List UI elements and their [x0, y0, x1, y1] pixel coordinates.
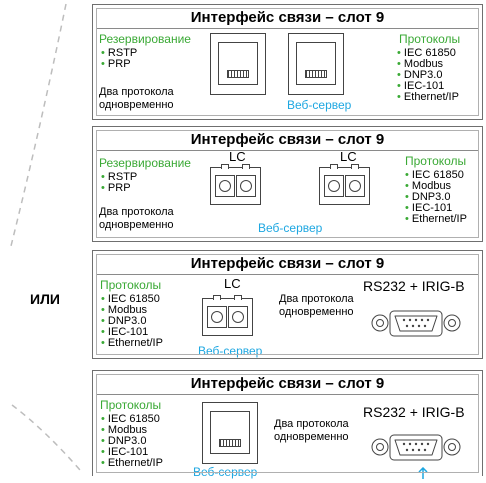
list-item: PRP — [101, 183, 137, 194]
list-item: DNP3.0 — [405, 192, 467, 203]
redundancy-title: Резервирование — [99, 156, 191, 170]
list-item: Ethernet/IP — [397, 92, 459, 103]
list-item: Ethernet/IP — [101, 458, 163, 469]
protocols-title: Протоколы — [100, 278, 162, 292]
web-server-label: Веб-сервер — [193, 465, 258, 479]
list-item: Ethernet/IP — [405, 214, 467, 225]
list-item: IEC-101 — [101, 447, 163, 458]
dual-protocol-line-2: одновременно — [279, 306, 354, 318]
list-item: DNP3.0 — [397, 70, 459, 81]
lc-fiber-port-icon — [319, 164, 370, 205]
dual-protocol-line-1: Два протокола — [99, 86, 174, 98]
list-item: IEC 61850 — [101, 294, 163, 305]
arrow-up-icon — [418, 467, 428, 479]
list-item: Modbus — [101, 305, 163, 316]
list-item: IEC-101 — [101, 327, 163, 338]
lc-label: LC — [229, 149, 246, 164]
protocols-title: Протоколы — [405, 154, 467, 168]
panel-title: Интерфейс связи – слот 9 — [190, 375, 385, 392]
interface-panel-3: Интерфейс связи – слот 9 Протоколы IEC 6… — [92, 250, 483, 359]
list-item: PRP — [101, 59, 137, 70]
web-server-label: Веб-сервер — [287, 98, 352, 112]
lc-fiber-port-icon — [210, 164, 261, 205]
dual-protocol-line-1: Два протокола — [279, 293, 354, 305]
panel-title: Интерфейс связи – слот 9 — [190, 131, 385, 148]
serial-port-label: RS232 + IRIG-B — [363, 404, 465, 420]
redundancy-title: Резервирование — [99, 32, 191, 46]
serial-port-label: RS232 + IRIG-B — [363, 278, 465, 294]
interface-panel-4: Интерфейс связи – слот 9 Протоколы IEC 6… — [92, 370, 483, 479]
lc-fiber-port-icon — [202, 295, 253, 336]
list-item: Modbus — [101, 425, 163, 436]
list-item: RSTP — [101, 48, 137, 59]
list-item: DNP3.0 — [101, 316, 163, 327]
list-item: IEC 61850 — [397, 48, 459, 59]
db9-serial-port-icon — [371, 434, 461, 461]
list-item: IEC-101 — [397, 81, 459, 92]
list-item: Modbus — [397, 59, 459, 70]
dashed-connector-lines — [9, 3, 81, 471]
title-divider — [97, 150, 478, 151]
panel-title: Интерфейс связи – слот 9 — [190, 9, 385, 26]
protocols-title: Протоколы — [399, 32, 461, 46]
protocols-title: Протоколы — [100, 398, 162, 412]
protocols-list: IEC 61850 Modbus DNP3.0 IEC-101 Ethernet… — [101, 414, 163, 469]
list-item: IEC 61850 — [405, 170, 467, 181]
list-item: Ethernet/IP — [101, 338, 163, 349]
db9-serial-port-icon — [371, 310, 461, 337]
title-divider — [97, 394, 478, 395]
list-item: IEC-101 — [405, 203, 467, 214]
redundancy-list: RSTP PRP — [101, 172, 137, 194]
web-server-label: Веб-сервер — [258, 221, 323, 235]
redundancy-list: RSTP PRP — [101, 48, 137, 70]
list-item: DNP3.0 — [101, 436, 163, 447]
dual-protocol-line-2: одновременно — [99, 99, 174, 111]
list-item: Modbus — [405, 181, 467, 192]
web-server-label: Веб-сервер — [198, 344, 263, 358]
or-label: ИЛИ — [30, 291, 60, 307]
dual-protocol-line-2: одновременно — [274, 431, 349, 443]
dual-protocol-line-1: Два протокола — [99, 206, 174, 218]
protocols-list: IEC 61850 Modbus DNP3.0 IEC-101 Ethernet… — [405, 170, 467, 225]
list-item: RSTP — [101, 172, 137, 183]
dual-protocol-line-1: Два протокола — [274, 418, 349, 430]
dual-protocol-line-2: одновременно — [99, 219, 174, 231]
title-divider — [97, 274, 478, 275]
rj45-port-icon — [288, 33, 344, 95]
lc-label: LC — [340, 149, 357, 164]
rj45-port-icon — [202, 402, 258, 464]
interface-panel-2: Интерфейс связи – слот 9 Резервирование … — [92, 126, 483, 242]
list-item: IEC 61850 — [101, 414, 163, 425]
protocols-list: IEC 61850 Modbus DNP3.0 IEC-101 Ethernet… — [101, 294, 163, 349]
lc-label: LC — [224, 276, 241, 291]
panel-title: Интерфейс связи – слот 9 — [190, 255, 385, 272]
protocols-list: IEC 61850 Modbus DNP3.0 IEC-101 Ethernet… — [397, 48, 459, 103]
interface-panel-1: Интерфейс связи – слот 9 Резервирование … — [92, 4, 483, 120]
rj45-port-icon — [210, 33, 266, 95]
title-divider — [97, 28, 478, 29]
